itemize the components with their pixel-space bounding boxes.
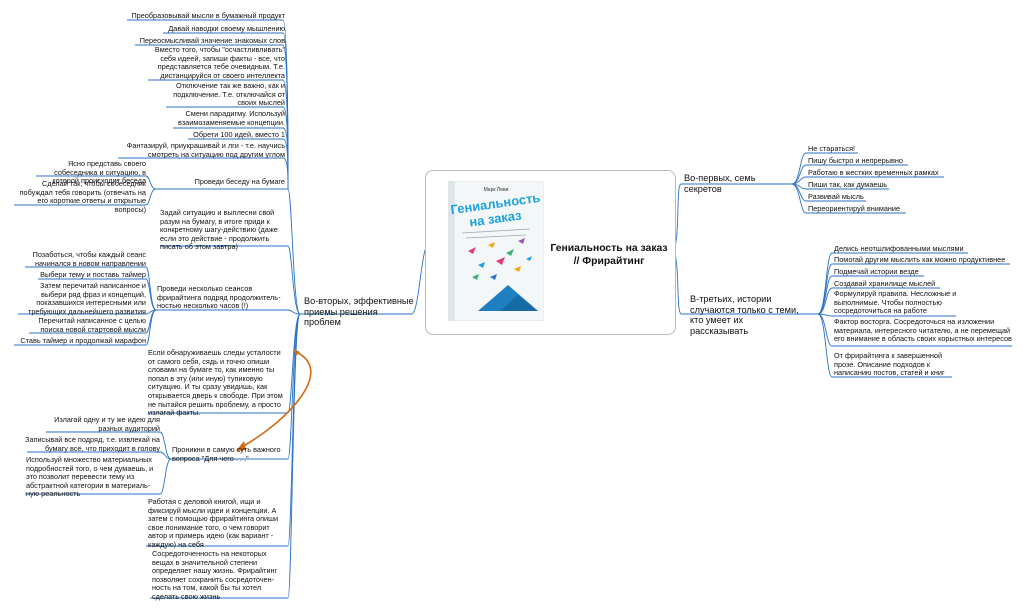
second-item[interactable]: Фантазируй, приукрашивай и лги - т.е. на… [126,141,285,159]
sessions-item[interactable]: Позаботься, чтобы каждый сеанс начинался… [32,250,146,268]
why-label[interactable]: Проникни в самую суть важного вопроса "Д… [172,445,281,463]
first-item[interactable]: Пишу быстро и непрерывно [808,156,903,165]
relation-arrow-tail [294,349,300,356]
business-book-item[interactable]: Работая с деловой книгой, ищи и фиксируй… [148,497,279,549]
link-center-second [411,249,426,315]
first-item[interactable]: Работаю в жестких временных рамках [808,168,939,177]
book-cover-image: Марк Леви Гениальность на заказ [448,181,544,321]
conversation-item[interactable]: Ясно представь своего собеседника и ситу… [52,159,146,186]
second-item[interactable]: Преобразовывай мысли в бумажный продукт [131,11,285,20]
third-item[interactable]: Помогай другим мыслить как можно продукт… [834,255,1006,264]
relation-arrow-head [236,441,246,451]
third-item[interactable]: Фактор восторга. Сосредоточься на изложе… [834,317,1012,344]
situation-item[interactable]: Задай ситуацию и выплесни свой разум на … [160,208,278,252]
third-item[interactable]: Формулируй правила. Несложные и выполним… [834,289,957,316]
branch-third-label[interactable]: В-третьих, истории случаются только с те… [690,294,799,336]
relation-arrow [239,351,312,449]
first-item[interactable]: Пиши так, как думаешь [808,180,888,189]
why-item[interactable]: Записывай все подряд, т.е. извлекай на б… [25,435,160,453]
first-item[interactable]: Переориентируй внимание [808,204,901,213]
third-item[interactable]: Подмечай истории везде [834,267,919,276]
second-item[interactable]: Давай наводки своему мышлению [168,24,285,33]
second-item[interactable]: Переосмысливай значение знакомых слов [139,36,285,45]
third-item[interactable]: От фрирайтинга к завершенной прозе. Опис… [834,351,945,378]
conversation-item[interactable]: Сделай так, чтобы собеседник побуждал те… [19,179,146,214]
fatigue-item[interactable]: Если обнаруживаешь следы усталости от са… [148,348,283,418]
second-item[interactable]: Отключение так же важно, как и подключен… [173,81,285,108]
third-item[interactable]: Создавай хранилище мыслей [834,279,936,288]
branch-first-label[interactable]: Во-первых, семь секретов [684,173,756,194]
why-item[interactable]: Излагай одну и ту же идею для разных ауд… [54,415,160,433]
second-item[interactable]: Вместо того, чтобы "осчастливливать" себ… [154,45,285,80]
central-topic-title: Гениальность на заказ // Фрирайтинг [550,243,668,267]
book-author: Марк Леви [484,187,509,193]
second-item[interactable]: Обрети 100 идей, вместо 1 [193,130,285,139]
first-item[interactable]: Не стараться! [808,144,856,153]
focus-item[interactable]: Сосредоточенность на некоторых вещах в з… [152,549,278,601]
sessions-item[interactable]: Перечитай написанное с целью поиска ново… [38,316,146,334]
sessions-item[interactable]: Выбери тему и поставь таймер [40,270,146,279]
sessions-item[interactable]: Затем перечитай написанное и выбери ряд … [27,281,146,316]
first-item[interactable]: Развивай мысль [808,192,864,201]
second-item[interactable]: Смени парадигму. Используй взаимозаменяе… [178,109,285,127]
third-item[interactable]: Делись неотшлифованными мыслями [834,244,964,253]
sessions-item[interactable]: Ставь таймер и продолжай марафон [20,336,146,345]
conversation-label[interactable]: Проведи беседу на бумаге [194,177,285,186]
sessions-label[interactable]: Проведи несколько сеансов фрирайтинга по… [157,284,281,311]
book-title-line2: на заказ [468,207,523,229]
why-item[interactable]: Используй множество материальных подробн… [26,455,154,499]
branch-second-label[interactable]: Во-вторых, эффективные приемы решения пр… [304,296,414,328]
